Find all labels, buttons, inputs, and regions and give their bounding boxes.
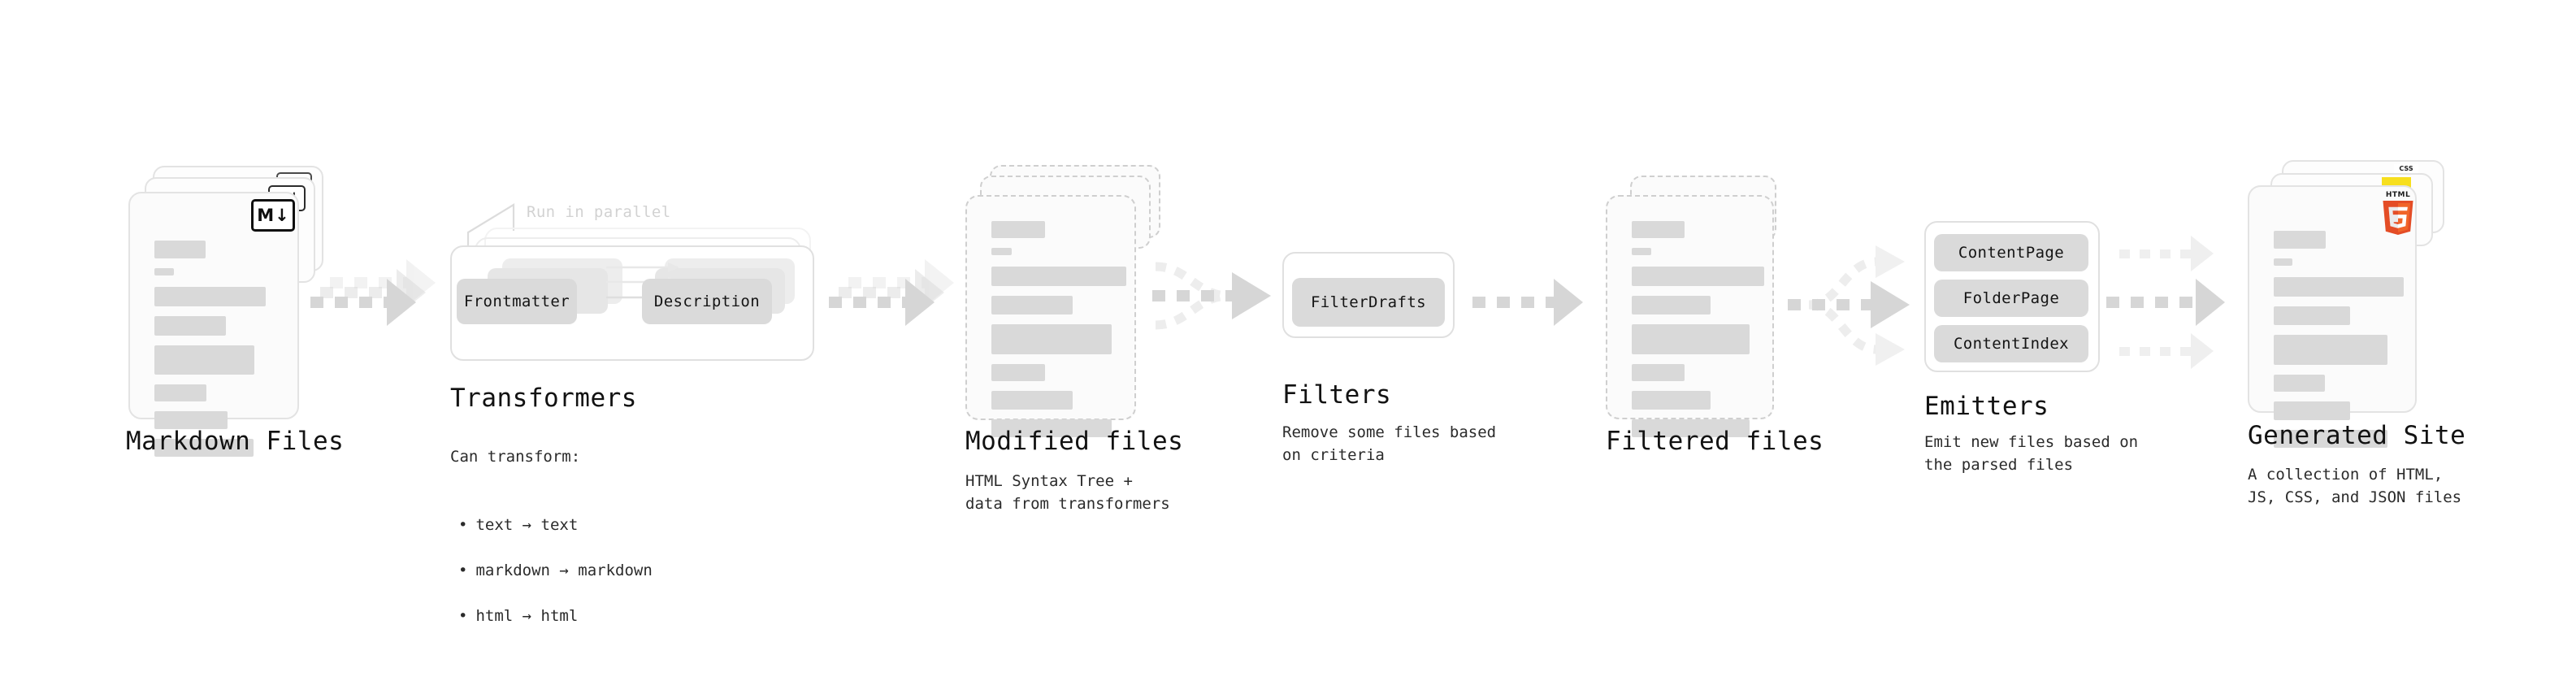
emitter-chip-label: ContentIndex bbox=[1953, 335, 2070, 353]
generated-site-label: Generated Site bbox=[2248, 421, 2466, 450]
content-line bbox=[2274, 258, 2292, 266]
content-line bbox=[154, 411, 228, 429]
content-line bbox=[991, 248, 1012, 255]
markdown-file-content-lines bbox=[154, 241, 275, 466]
transformer-chip-description[interactable]: Description bbox=[642, 279, 772, 324]
modified-file-card bbox=[965, 195, 1136, 437]
content-line bbox=[2274, 375, 2325, 392]
markdown-files-label: Markdown Files bbox=[126, 427, 345, 456]
content-line bbox=[2274, 430, 2387, 448]
emitter-chip-contentindex[interactable]: ContentIndex bbox=[1934, 325, 2088, 362]
content-line bbox=[1632, 267, 1764, 286]
transformers-transform-list: text → text markdown → markdown html → h… bbox=[458, 491, 653, 650]
content-line bbox=[154, 439, 254, 457]
content-line bbox=[154, 287, 266, 306]
converging-arrows-icon bbox=[1152, 262, 1271, 330]
content-line bbox=[991, 267, 1126, 286]
content-line bbox=[991, 324, 1112, 354]
content-line bbox=[1632, 248, 1651, 255]
filter-chip-filterdrafts[interactable]: FilterDrafts bbox=[1292, 278, 1445, 327]
filtered-file-card bbox=[1606, 195, 1774, 437]
content-line bbox=[1632, 296, 1711, 314]
content-line bbox=[154, 316, 226, 336]
markdown-badge-arrow: ↓ bbox=[275, 206, 289, 225]
content-line bbox=[1632, 364, 1685, 381]
filtered-file-content-lines bbox=[1632, 221, 1764, 447]
emitter-chip-label: FolderPage bbox=[1962, 289, 2060, 307]
transformer-chip-frontmatter[interactable]: Frontmatter bbox=[457, 279, 577, 324]
content-line bbox=[2274, 401, 2350, 420]
modified-file-content-lines bbox=[991, 221, 1126, 447]
filter-chip-label: FilterDrafts bbox=[1310, 293, 1427, 311]
content-line bbox=[991, 419, 1112, 437]
transformer-chip-label: Description bbox=[653, 293, 761, 310]
transformers-description-heading: Can transform: bbox=[450, 448, 581, 466]
markdown-icon: M↓ bbox=[251, 199, 295, 232]
transform-item: html → html bbox=[458, 605, 653, 627]
markdown-badge-letter: M bbox=[257, 206, 275, 225]
content-line bbox=[991, 391, 1073, 410]
emitter-chip-folderpage[interactable]: FolderPage bbox=[1934, 280, 2088, 317]
emitters-description: Emit new files based on the parsed files bbox=[1924, 433, 2139, 474]
parallel-bracket-icon bbox=[466, 203, 515, 257]
transformers-label: Transformers bbox=[450, 384, 637, 413]
content-line bbox=[991, 221, 1045, 238]
transformers-description: Can transform: text → text markdown → ma… bbox=[450, 423, 653, 673]
generated-site-content-lines bbox=[2274, 231, 2404, 458]
emitter-chip-contentpage[interactable]: ContentPage bbox=[1934, 234, 2088, 271]
emitters-label: Emitters bbox=[1924, 392, 2049, 421]
html5-badge-text: HTML bbox=[2385, 191, 2411, 199]
filtered-files-label: Filtered files bbox=[1606, 427, 1824, 456]
content-line bbox=[1632, 419, 1750, 437]
content-line bbox=[991, 364, 1045, 381]
transform-item: text → text bbox=[458, 514, 653, 536]
content-line bbox=[154, 384, 206, 401]
filters-description: Remove some files based on criteria bbox=[1282, 423, 1497, 464]
content-line bbox=[154, 345, 254, 375]
content-line bbox=[154, 241, 206, 258]
html5-icon: HTML bbox=[2381, 191, 2415, 235]
emitter-chip-label: ContentPage bbox=[1958, 244, 2065, 262]
generated-site-description: A collection of HTML, JS, CSS, and JSON … bbox=[2248, 466, 2462, 506]
content-line bbox=[2274, 306, 2350, 325]
content-line bbox=[991, 296, 1073, 314]
transform-item: markdown → markdown bbox=[458, 559, 652, 582]
content-line bbox=[2274, 231, 2326, 249]
parallel-note-label: Run in parallel bbox=[527, 203, 671, 221]
content-line bbox=[1632, 324, 1750, 354]
css3-badge-text: CSS bbox=[2399, 165, 2413, 172]
content-line bbox=[1632, 221, 1685, 238]
content-line bbox=[2274, 335, 2387, 365]
fanning-arrows-icon bbox=[1788, 245, 1910, 366]
content-line bbox=[154, 268, 174, 275]
content-line bbox=[1632, 391, 1711, 410]
modified-files-label: Modified files bbox=[965, 427, 1184, 456]
transformer-chip-label: Frontmatter bbox=[463, 293, 570, 310]
modified-files-description: HTML Syntax Tree + data from transformer… bbox=[965, 472, 1170, 513]
filters-label: Filters bbox=[1282, 380, 1392, 410]
content-line bbox=[2274, 277, 2404, 297]
